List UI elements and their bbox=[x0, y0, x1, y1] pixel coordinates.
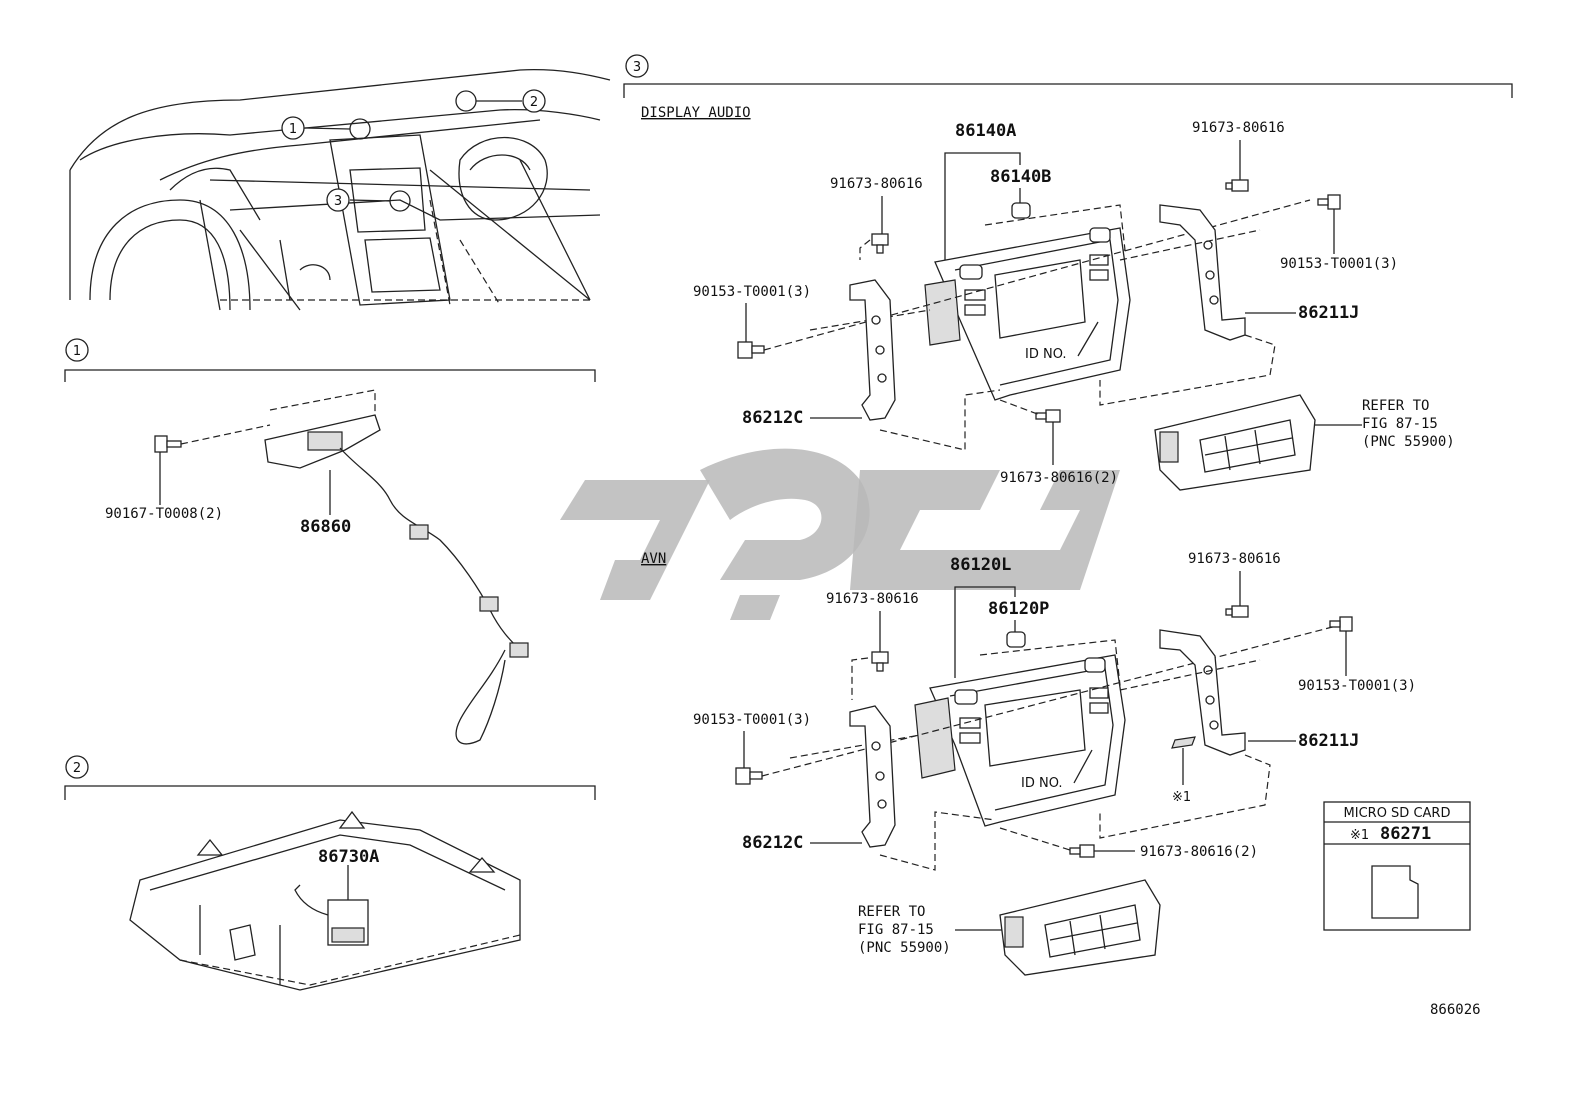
bracket-left-86212C bbox=[849, 279, 896, 421]
screw-icon bbox=[871, 233, 889, 254]
bolt-icon bbox=[735, 767, 763, 785]
svg-text:86860: 86860 bbox=[300, 517, 351, 537]
callout-1: 1 bbox=[281, 116, 305, 140]
svg-text:DISPLAY AUDIO: DISPLAY AUDIO bbox=[641, 105, 751, 121]
screw-icon bbox=[1035, 409, 1061, 423]
svg-text:90153-T0001(3): 90153-T0001(3) bbox=[1298, 678, 1416, 694]
knob-icon bbox=[1006, 631, 1026, 648]
avn-group: AVN 86120L 86120P ID NO. bbox=[641, 551, 1416, 976]
callout-3: 3 bbox=[326, 188, 350, 212]
vehicle-interior-view bbox=[69, 69, 611, 311]
callout-2: 2 bbox=[522, 89, 546, 113]
svg-text:86730A: 86730A bbox=[318, 847, 379, 867]
svg-text:90153-T0001(3): 90153-T0001(3) bbox=[1280, 256, 1398, 272]
svg-text:※1: ※1 bbox=[1172, 790, 1191, 805]
svg-text:91673-80616: 91673-80616 bbox=[830, 176, 923, 192]
svg-text:86120L: 86120L bbox=[950, 555, 1011, 575]
svg-text:MICRO SD CARD: MICRO SD CARD bbox=[1344, 806, 1451, 821]
svg-text:91673-80616: 91673-80616 bbox=[826, 591, 919, 607]
bracket-left-86212C bbox=[849, 705, 896, 848]
svg-text:91673-80616(2): 91673-80616(2) bbox=[1140, 844, 1258, 860]
svg-text:86140B: 86140B bbox=[990, 167, 1051, 187]
svg-text:91673-80616: 91673-80616 bbox=[1188, 551, 1281, 567]
display-audio-group: DISPLAY AUDIO 86140A 86140B ID NO. bbox=[641, 105, 1455, 491]
svg-text:REFER TO: REFER TO bbox=[1362, 398, 1429, 414]
id-no-label: ID NO. bbox=[1022, 321, 1099, 363]
svg-text:91673-80616: 91673-80616 bbox=[1192, 120, 1285, 136]
sd-card-slot-icon bbox=[1171, 736, 1196, 749]
overhead-console bbox=[129, 810, 521, 991]
section-1: 1 90167-T0008(2) 86860 bbox=[64, 338, 596, 745]
section-3: 3 bbox=[623, 54, 1513, 98]
bracket-right-86211J bbox=[1159, 629, 1246, 756]
screw-icon bbox=[871, 651, 889, 672]
svg-text:86140A: 86140A bbox=[955, 121, 1016, 141]
svg-text:3: 3 bbox=[633, 60, 641, 75]
bolt-icon bbox=[737, 341, 765, 359]
svg-text:※1: ※1 bbox=[1350, 828, 1369, 843]
svg-text:90167-T0008(2): 90167-T0008(2) bbox=[105, 506, 223, 522]
head-unit-display-audio bbox=[924, 204, 1131, 401]
svg-text:2: 2 bbox=[530, 95, 538, 110]
screw-icon bbox=[1225, 179, 1249, 192]
svg-text:(PNC 55900): (PNC 55900) bbox=[858, 940, 951, 956]
svg-text:86212C: 86212C bbox=[742, 408, 803, 428]
id-no-label: ID NO. bbox=[1018, 749, 1093, 791]
svg-text:ID NO.: ID NO. bbox=[1025, 347, 1067, 362]
diagram-id: 866026 bbox=[1430, 1002, 1481, 1018]
climate-control-panel bbox=[1154, 394, 1316, 491]
climate-control-panel bbox=[999, 879, 1161, 976]
svg-text:90153-T0001(3): 90153-T0001(3) bbox=[693, 712, 811, 728]
svg-text:91673-80616(2): 91673-80616(2) bbox=[1000, 470, 1118, 486]
bolt-icon bbox=[1329, 616, 1353, 632]
svg-text:86120P: 86120P bbox=[988, 599, 1049, 619]
section-2: 2 86730A bbox=[64, 755, 596, 991]
micro-sd-card-icon bbox=[1371, 865, 1419, 919]
svg-text:2: 2 bbox=[73, 761, 81, 776]
svg-text:REFER TO: REFER TO bbox=[858, 904, 925, 920]
screw-icon bbox=[1069, 844, 1095, 858]
svg-text:90153-T0001(3): 90153-T0001(3) bbox=[693, 284, 811, 300]
head-unit-avn bbox=[914, 639, 1126, 827]
svg-text:1: 1 bbox=[73, 344, 81, 359]
watermark-logo bbox=[450, 448, 1120, 620]
svg-text:86271: 86271 bbox=[1380, 824, 1431, 844]
svg-text:3: 3 bbox=[334, 194, 342, 209]
svg-text:FIG 87-15: FIG 87-15 bbox=[1362, 416, 1438, 432]
svg-text:1: 1 bbox=[289, 122, 297, 137]
svg-text:AVN: AVN bbox=[641, 551, 666, 567]
svg-text:86211J: 86211J bbox=[1298, 303, 1359, 323]
svg-text:86211J: 86211J bbox=[1298, 731, 1359, 751]
module-86730A bbox=[294, 884, 369, 946]
svg-text:86212C: 86212C bbox=[742, 833, 803, 853]
svg-text:ID NO.: ID NO. bbox=[1021, 776, 1063, 791]
screw-icon bbox=[1225, 605, 1249, 618]
knob-icon bbox=[1011, 202, 1031, 219]
svg-text:FIG 87-15: FIG 87-15 bbox=[858, 922, 934, 938]
antenna-module bbox=[264, 389, 529, 745]
svg-text:(PNC 55900): (PNC 55900) bbox=[1362, 434, 1455, 450]
bracket-right-86211J bbox=[1159, 204, 1246, 341]
micro-sd-card-box: MICRO SD CARD ※1 86271 bbox=[1323, 801, 1471, 931]
bolt-icon bbox=[1317, 194, 1341, 210]
screw-icon bbox=[154, 435, 182, 453]
